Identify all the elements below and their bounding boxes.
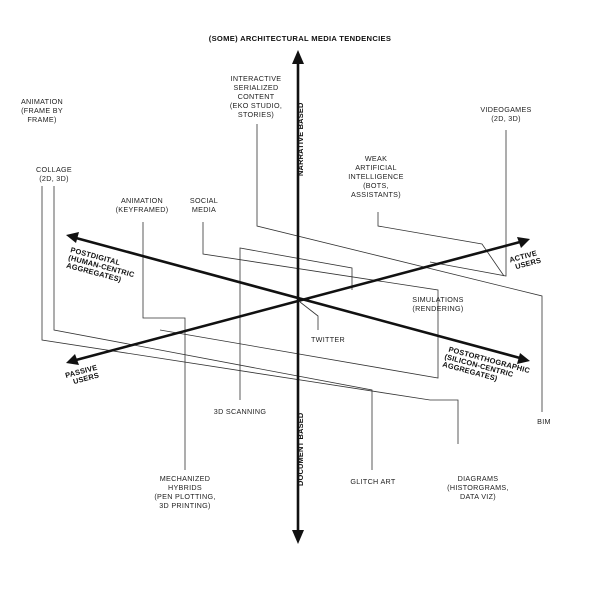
svg-text:VIDEOGAMES: VIDEOGAMES: [480, 105, 531, 114]
arrow-up-right-icon: [517, 237, 530, 248]
arrow-left-icon: [66, 232, 79, 243]
svg-text:MECHANIZED: MECHANIZED: [160, 474, 211, 483]
label-videogames: VIDEOGAMES (2D, 3D): [480, 105, 531, 123]
postdigital-postorthographic-axis: [75, 236, 521, 360]
label-weak-ai: WEAK ARTIFICIAL INTELLIGENCE (BOTS, ASSI…: [348, 154, 404, 199]
svg-text:(FRAME BY: (FRAME BY: [21, 106, 63, 115]
label-social-media: SOCIAL MEDIA: [190, 196, 218, 214]
svg-text:ARTIFICIAL: ARTIFICIAL: [355, 163, 397, 172]
svg-text:STORIES): STORIES): [238, 110, 274, 119]
active-users-label: ACTIVE USERS: [508, 248, 542, 271]
svg-text:FRAME): FRAME): [27, 115, 56, 124]
label-bim: BIM: [537, 417, 551, 426]
leader-weak-ai: [377, 212, 505, 277]
svg-text:HYBRIDS: HYBRIDS: [168, 483, 202, 492]
svg-text:DATA VIZ): DATA VIZ): [460, 492, 496, 501]
svg-text:SIMULATIONS: SIMULATIONS: [412, 295, 464, 304]
svg-text:(KEYFRAMED): (KEYFRAMED): [116, 205, 169, 214]
svg-text:SOCIAL: SOCIAL: [190, 196, 218, 205]
svg-text:ANIMATION: ANIMATION: [21, 97, 63, 106]
svg-text:DIAGRAMS: DIAGRAMS: [458, 474, 499, 483]
svg-text:(RENDERING): (RENDERING): [412, 304, 463, 313]
arrow-right-icon: [517, 353, 530, 364]
svg-text:CONTENT: CONTENT: [238, 92, 275, 101]
leader-social-media: [159, 222, 439, 379]
label-animation-frame: ANIMATION (FRAME BY FRAME): [21, 97, 63, 124]
leader-videogames: [429, 130, 507, 277]
svg-text:ASSISTANTS): ASSISTANTS): [351, 190, 401, 199]
label-mechanized-hybrids: MECHANIZED HYBRIDS (PEN PLOTTING, 3D PRI…: [154, 474, 215, 510]
arrow-up-icon: [292, 50, 304, 64]
narrative-based-label: NARRATIVE BASED: [296, 102, 305, 176]
diagram-title: (SOME) ARCHITECTURAL MEDIA TENDENCIES: [209, 34, 392, 43]
passive-users-label: PASSIVE USERS: [64, 363, 100, 386]
label-glitch-art: GLITCH ART: [350, 477, 396, 486]
svg-text:MEDIA: MEDIA: [192, 205, 216, 214]
label-diagrams: DIAGRAMS (HISTORGRAMS, DATA VIZ): [447, 474, 509, 501]
svg-text:INTERACTIVE: INTERACTIVE: [231, 74, 282, 83]
svg-text:INTELLIGENCE: INTELLIGENCE: [348, 172, 404, 181]
svg-text:(PEN PLOTTING,: (PEN PLOTTING,: [154, 492, 215, 501]
svg-text:(2D, 3D): (2D, 3D): [39, 174, 69, 183]
leader-interactive-content: [256, 124, 543, 412]
svg-text:WEAK: WEAK: [365, 154, 387, 163]
arrow-down-icon: [292, 530, 304, 544]
active-passive-axis: [75, 240, 521, 362]
svg-text:(HISTORGRAMS,: (HISTORGRAMS,: [447, 483, 509, 492]
leader-3d-scanning: [239, 247, 353, 400]
leader-collage-glitch: [53, 186, 373, 470]
label-interactive-content: INTERACTIVE SERIALIZED CONTENT (EKO STUD…: [230, 74, 282, 119]
svg-text:ANIMATION: ANIMATION: [121, 196, 163, 205]
document-based-label: DOCUMENT BASED: [296, 412, 305, 486]
leader-collage: [41, 186, 459, 444]
svg-text:(BOTS,: (BOTS,: [363, 181, 389, 190]
label-3d-scanning: 3D SCANNING: [214, 407, 267, 416]
postorthographic-label: POSTORTHOGRAPHIC (SILICON-CENTRIC AGGREG…: [441, 345, 531, 383]
leader-twitter: [299, 301, 319, 330]
label-collage: COLLAGE (2D, 3D): [36, 165, 72, 183]
leader-lines: [41, 124, 543, 470]
label-twitter: TWITTER: [311, 335, 345, 344]
svg-text:COLLAGE: COLLAGE: [36, 165, 72, 174]
leader-animation-keyframed: [142, 222, 186, 470]
axes: [66, 50, 530, 544]
svg-text:3D PRINTING): 3D PRINTING): [159, 501, 211, 510]
label-animation-keyframed: ANIMATION (KEYFRAMED): [116, 196, 169, 214]
label-simulations: SIMULATIONS (RENDERING): [412, 295, 464, 313]
arrow-down-left-icon: [66, 354, 79, 365]
svg-text:SERIALIZED: SERIALIZED: [234, 83, 279, 92]
svg-text:(EKO STUDIO,: (EKO STUDIO,: [230, 101, 282, 110]
svg-text:(2D, 3D): (2D, 3D): [491, 114, 521, 123]
